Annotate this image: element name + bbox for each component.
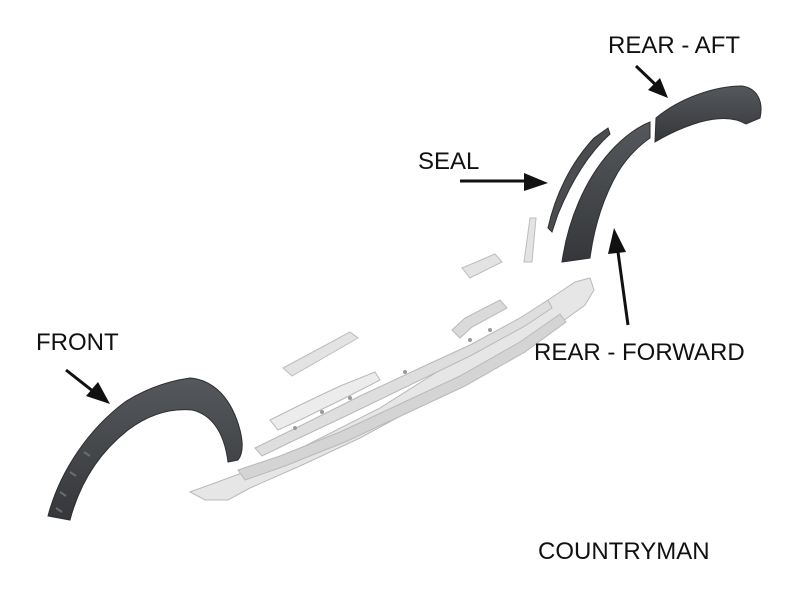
arrow-rear-forward: [608, 228, 630, 326]
rear-forward-flare: [561, 121, 651, 263]
label-model-name: COUNTRYMAN: [538, 538, 710, 565]
front-wheel-arch-flare: [47, 377, 243, 521]
arrow-front: [65, 368, 110, 404]
front-flare-edge-detail: [55, 451, 91, 513]
sill-trim-plates: [282, 217, 537, 377]
side-sill-assembly: [188, 277, 595, 501]
callout-arrows: [65, 64, 668, 404]
label-front: FRONT: [36, 329, 119, 356]
rear-aft-flare: [654, 85, 762, 143]
arrow-rear-aft: [634, 64, 668, 98]
arrow-seal: [460, 173, 548, 191]
label-rear-aft: REAR - AFT: [608, 32, 741, 59]
label-rear-forward: REAR - FORWARD: [534, 339, 745, 366]
label-seal: SEAL: [418, 148, 480, 175]
seal-strip: [547, 127, 611, 233]
